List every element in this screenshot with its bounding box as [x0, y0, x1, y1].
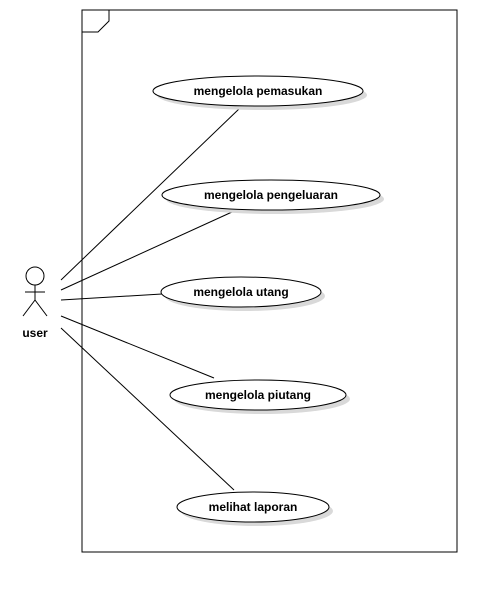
usecase-mengelola-pemasukan[interactable]: mengelola pemasukan — [152, 75, 367, 110]
boundary-corner-tab — [82, 10, 110, 33]
association-line-utang — [60, 293, 163, 301]
usecase-mengelola-utang[interactable]: mengelola utang — [160, 276, 325, 311]
association-line-laporan — [60, 327, 235, 491]
actor-left-leg — [22, 299, 36, 317]
usecase-mengelola-piutang[interactable]: mengelola piutang — [169, 379, 350, 414]
usecase-label: melihat laporan — [209, 500, 298, 514]
usecase-label: mengelola pemasukan — [194, 84, 323, 98]
usecase-ellipse — [161, 179, 381, 211]
associations — [60, 107, 241, 491]
usecase-label: mengelola piutang — [205, 388, 311, 402]
association-line-pemasukan — [60, 107, 241, 281]
association-line-piutang — [60, 315, 215, 379]
actor-head — [25, 266, 45, 286]
usecase-label: mengelola pengeluaran — [204, 188, 338, 202]
usecase-melihat-laporan[interactable]: melihat laporan — [176, 491, 333, 526]
usecase-ellipse — [176, 491, 330, 523]
usecase-mengelola-pengeluaran[interactable]: mengelola pengeluaran — [161, 179, 384, 214]
association-line-pengeluaran — [60, 211, 233, 291]
actor-right-leg — [34, 299, 48, 317]
actor-user[interactable]: user — [22, 266, 48, 340]
actor-label: user — [22, 326, 48, 340]
usecase-ellipse — [160, 276, 322, 308]
usecase-label: mengelola utang — [193, 285, 288, 299]
usecase-ellipse — [152, 75, 364, 107]
usecase-ellipse — [169, 379, 347, 411]
